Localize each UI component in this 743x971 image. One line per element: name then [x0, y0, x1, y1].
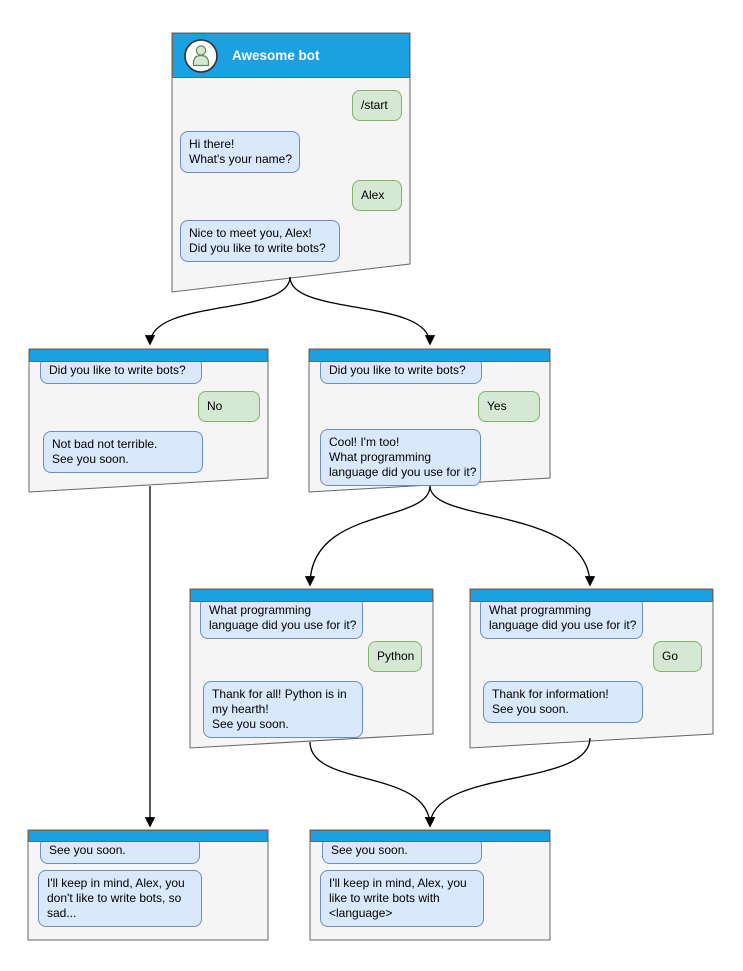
window-header [309, 349, 550, 362]
window-header: Awesome bot [172, 33, 410, 78]
bot-message-bubble: Thank for all! Python is in my hearth! S… [203, 681, 363, 738]
chat-window-branch-python: What programming language did you use fo… [190, 589, 433, 748]
user-message-bubble: /start [352, 90, 402, 121]
window-header [310, 830, 550, 842]
user-message-bubble: No [198, 391, 260, 422]
bot-message-bubble: Not bad not terrible. See you soon. [43, 431, 203, 473]
user-message-bubble: Go [653, 641, 702, 672]
bot-message-bubble: What programming language did you use fo… [200, 597, 363, 639]
arrow-main-to-yes [289, 276, 436, 346]
chat-window-end-no: See you soon. I'll keep in mind, Alex, y… [28, 830, 268, 940]
window-header [29, 349, 268, 362]
arrow-main-to-no [144, 276, 291, 346]
window-header [190, 589, 433, 602]
bot-message-bubble: Thank for information! See you soon. [483, 681, 643, 723]
bot-title: Awesome bot [232, 48, 320, 63]
chat-window-main: /start Hi there! What's your name? Alex … [172, 33, 410, 292]
window-header [470, 589, 713, 602]
user-avatar-icon [184, 38, 218, 73]
arrow-go-to-end [424, 737, 591, 828]
bot-message-bubble: I'll keep in mind, Alex, you like to wri… [320, 870, 484, 927]
bot-message-bubble: Hi there! What's your name? [180, 131, 300, 173]
window-header [28, 830, 268, 842]
user-message-bubble: Alex [352, 180, 402, 211]
arrow-yes-to-python [304, 485, 431, 587]
user-message-bubble: Python [368, 641, 422, 672]
chat-window-branch-go: What programming language did you use fo… [470, 589, 713, 748]
bot-message-bubble: Cool! I'm too! What programming language… [320, 429, 481, 486]
bot-message-bubble: What programming language did you use fo… [480, 597, 643, 639]
chat-window-branch-no: Did you like to write bots? No Not bad n… [29, 349, 268, 492]
bot-message-bubble: I'll keep in mind, Alex, you don't like … [38, 870, 202, 927]
bot-message-bubble: Nice to meet you, Alex! Did you like to … [180, 220, 340, 262]
arrow-python-to-end [309, 741, 436, 828]
chat-window-end-yes: See you soon. I'll keep in mind, Alex, y… [310, 830, 550, 940]
arrow-yes-to-go [429, 485, 596, 587]
chat-window-branch-yes: Did you like to write bots? Yes Cool! I'… [309, 349, 550, 492]
user-message-bubble: Yes [478, 391, 540, 422]
